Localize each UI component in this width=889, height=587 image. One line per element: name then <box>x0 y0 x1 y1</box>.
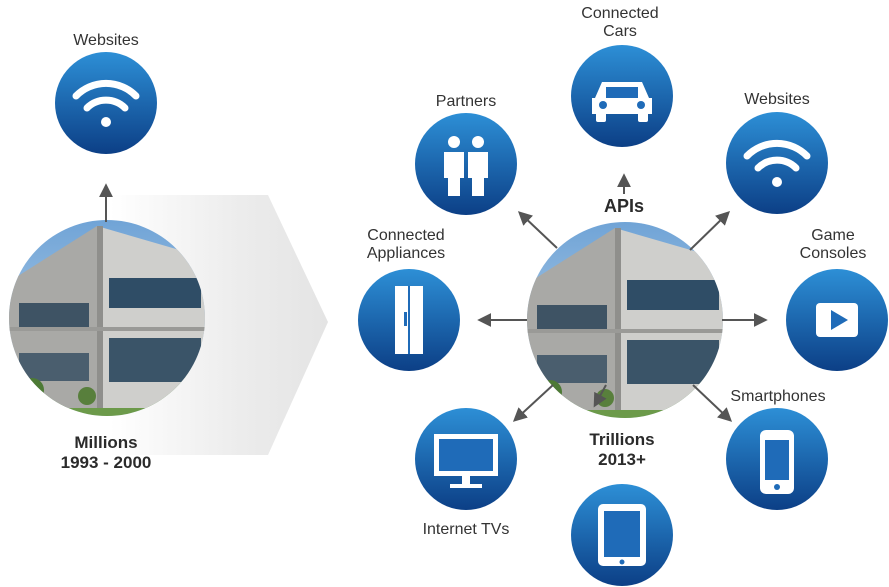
left-caption-line2: 1993 - 2000 <box>60 453 152 472</box>
connected-appliances-label-line1: Connected <box>367 227 445 244</box>
tv-icon <box>434 434 498 488</box>
left-caption-line1: Millions <box>74 433 138 452</box>
partners-label: Partners <box>435 93 497 110</box>
right-caption-line2: 2013+ <box>598 450 646 469</box>
smartphones-label: Smartphones <box>730 388 826 405</box>
game-consoles-label-line2: Consoles <box>799 245 867 262</box>
connected-cars-label-line2: Cars <box>603 23 637 40</box>
left-websites-label: Websites <box>73 32 139 49</box>
arrow-to-websites <box>689 211 731 251</box>
arrow-to-tvs <box>512 384 554 422</box>
node-tablets[interactable] <box>571 484 673 586</box>
arrow-to-smartphones <box>692 384 733 422</box>
refrigerator-icon <box>395 286 423 354</box>
game-consoles-label-line1: Game <box>811 227 855 244</box>
node-websites[interactable] <box>726 112 828 214</box>
car-icon <box>592 82 652 122</box>
wifi-icon <box>743 139 811 187</box>
arrow-to-tablets <box>593 384 607 408</box>
apis-label: APIs <box>603 196 645 216</box>
node-game-consoles[interactable] <box>786 269 888 371</box>
node-internet-tvs[interactable] <box>415 408 517 510</box>
tablet-icon <box>598 504 646 566</box>
websites-label: Websites <box>744 91 810 108</box>
play-icon <box>816 303 858 337</box>
wifi-icon <box>72 79 140 127</box>
internet-tvs-label: Internet TVs <box>422 521 510 538</box>
right-caption-line1: Trillions <box>589 430 655 449</box>
arrow-to-partners <box>517 211 558 249</box>
people-icon <box>444 136 488 196</box>
right-hub-photo <box>527 222 723 418</box>
hub-arrows <box>477 173 768 422</box>
node-smartphones[interactable] <box>726 408 828 510</box>
connected-appliances-label-line2: Appliances <box>366 245 446 262</box>
node-connected-cars[interactable] <box>571 45 673 147</box>
node-partners[interactable] <box>415 113 517 215</box>
node-connected-appliances[interactable] <box>358 269 460 371</box>
smartphone-icon <box>760 430 794 494</box>
connected-cars-label-line1: Connected <box>581 5 659 22</box>
left-websites-node[interactable] <box>55 52 157 154</box>
